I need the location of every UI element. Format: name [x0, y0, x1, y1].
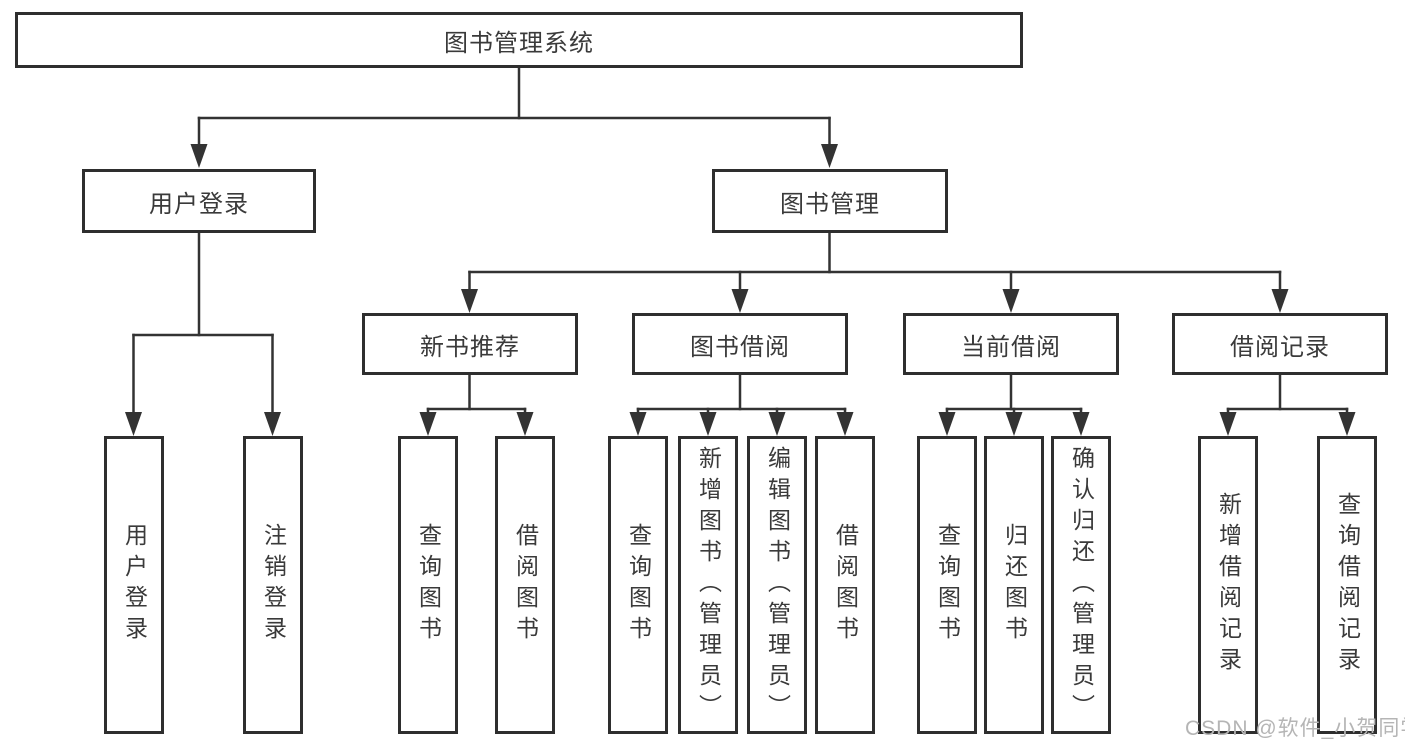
node-leaf-logout-label: 注销登录: [260, 523, 287, 647]
connector-new-book-recommend-children: [419, 373, 534, 436]
node-user-login-label: 用户登录: [149, 190, 249, 218]
node-leaf-borrow-books: 借阅图书: [815, 436, 875, 734]
node-leaf-confirm-return-admin: 确认归还（管理员）: [1051, 436, 1111, 734]
node-leaf-user-login: 用户登录: [104, 436, 164, 734]
node-leaf-add-book-admin: 新增图书（管理员）: [678, 436, 738, 734]
node-leaf-query-borrow-record: 查询借阅记录: [1317, 436, 1377, 734]
node-leaf-query-borrow-record-label: 查询借阅记录: [1334, 492, 1361, 678]
connector-book-management-groups: [461, 231, 1289, 313]
node-leaf-user-login-label: 用户登录: [121, 523, 148, 647]
node-system-root-label: 图书管理系统: [444, 29, 594, 57]
node-system-root: 图书管理系统: [15, 12, 1023, 68]
node-new-book-recommend: 新书推荐: [362, 313, 578, 375]
node-leaf-borrow-books-label: 借阅图书: [832, 523, 859, 647]
node-leaf-return-book: 归还图书: [984, 436, 1044, 734]
node-leaf-add-borrow-record: 新增借阅记录: [1198, 436, 1258, 734]
node-leaf-edit-book-admin: 编辑图书（管理员）: [747, 436, 807, 734]
node-current-borrow: 当前借阅: [903, 313, 1119, 375]
node-book-management: 图书管理: [712, 169, 948, 233]
watermark: CSDN @软件_小贺同学: [1185, 717, 1405, 740]
node-new-book-recommend-label: 新书推荐: [420, 333, 520, 361]
node-leaf-query-books-recommend-label: 查询图书: [415, 523, 442, 647]
node-leaf-add-book-admin-label: 新增图书（管理员）: [695, 445, 722, 725]
node-leaf-query-books-recommend: 查询图书: [398, 436, 458, 734]
node-leaf-query-books-borrow-label: 查询图书: [625, 523, 652, 647]
node-leaf-add-borrow-record-label: 新增借阅记录: [1215, 492, 1242, 678]
node-leaf-borrow-books-recommend: 借阅图书: [495, 436, 555, 734]
node-borrow-records-label: 借阅记录: [1230, 333, 1330, 361]
node-leaf-return-book-label: 归还图书: [1001, 523, 1028, 647]
node-leaf-confirm-return-admin-label: 确认归还（管理员）: [1068, 445, 1095, 725]
node-leaf-logout: 注销登录: [243, 436, 303, 734]
node-borrow-records: 借阅记录: [1172, 313, 1388, 375]
node-leaf-query-books-borrow: 查询图书: [608, 436, 668, 734]
node-leaf-borrow-books-recommend-label: 借阅图书: [512, 523, 539, 647]
node-leaf-query-books-current-label: 查询图书: [934, 523, 961, 647]
node-leaf-edit-book-admin-label: 编辑图书（管理员）: [764, 445, 791, 725]
node-book-borrow: 图书借阅: [632, 313, 848, 375]
node-book-management-label: 图书管理: [780, 190, 880, 218]
node-book-borrow-label: 图书借阅: [690, 333, 790, 361]
connector-book-borrow-children: [629, 373, 854, 436]
connector-current-borrow-children: [938, 373, 1090, 436]
connector-user-login-children: [125, 231, 281, 436]
connector-borrow-records-children: [1219, 373, 1356, 436]
node-user-login: 用户登录: [82, 169, 316, 233]
connector-root-to-level1: [190, 64, 838, 168]
node-current-borrow-label: 当前借阅: [961, 333, 1061, 361]
node-leaf-query-books-current: 查询图书: [917, 436, 977, 734]
